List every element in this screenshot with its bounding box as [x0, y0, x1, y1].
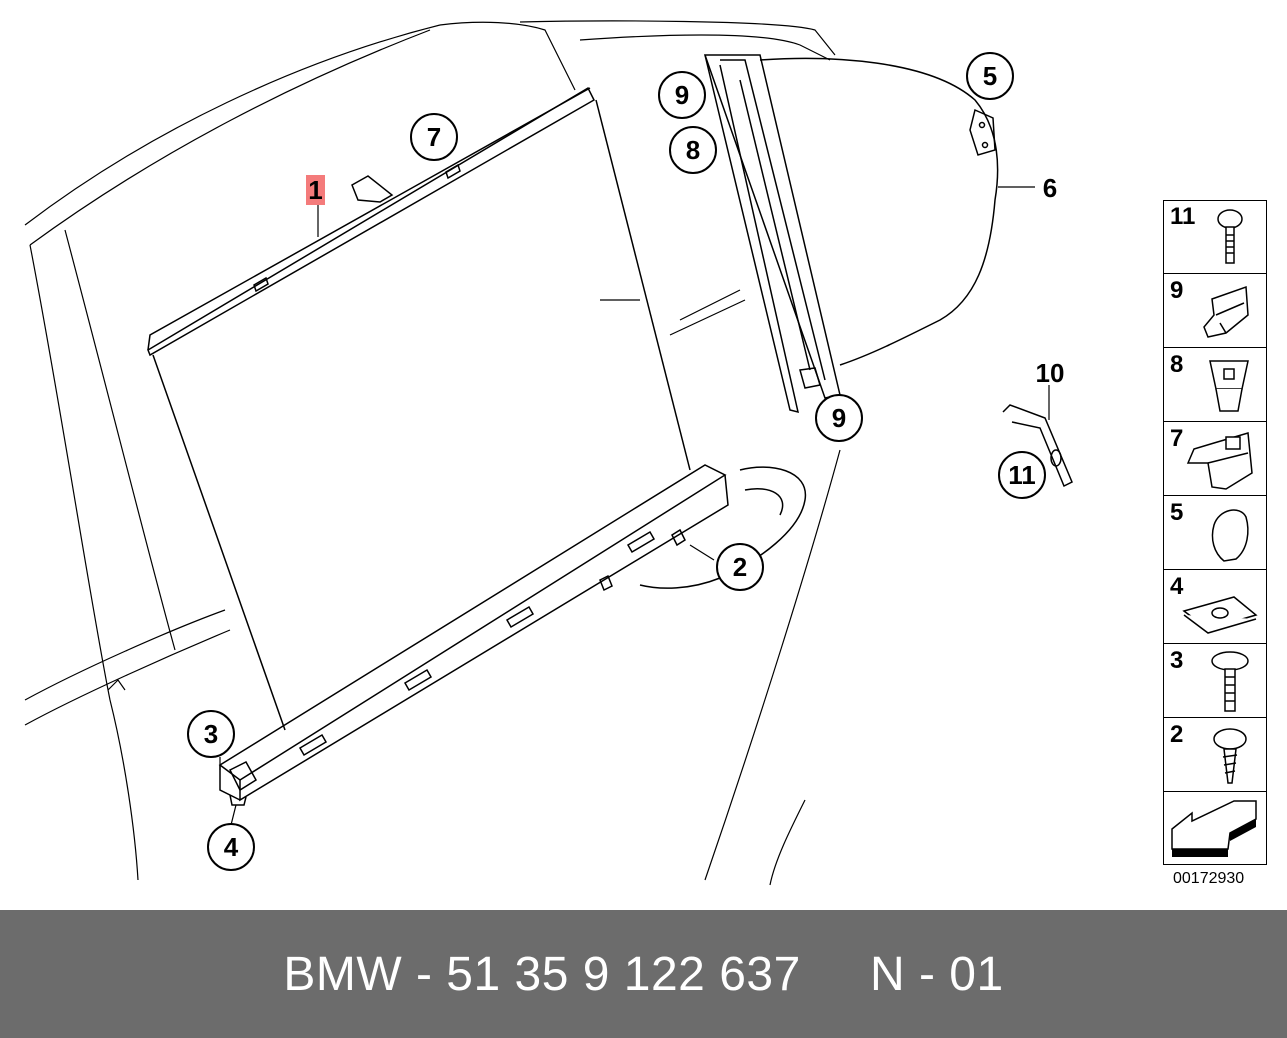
window-blind	[147, 86, 691, 731]
legend-item-9: 9	[1164, 275, 1266, 348]
legend-label: 11	[1170, 203, 1196, 230]
tapping-screw-icon	[1213, 728, 1247, 784]
legend-label: 7	[1170, 425, 1184, 452]
svg-text:2: 2	[733, 552, 747, 582]
callout-3: 3	[187, 710, 235, 758]
svg-text:9: 9	[675, 80, 689, 110]
end-cap-icon	[1211, 509, 1249, 562]
legend-item-5: 5	[1164, 497, 1266, 570]
svg-text:7: 7	[427, 122, 441, 152]
legend-item-3: 3	[1164, 645, 1266, 718]
svg-text:3: 3	[204, 719, 218, 749]
lower-rail	[218, 464, 807, 806]
callout-9-bottom: 9	[815, 394, 863, 442]
callout-7: 7	[410, 113, 458, 161]
callout-5: 5	[966, 52, 1014, 100]
legend-item-4: 4	[1164, 571, 1266, 644]
legend-label: 5	[1170, 499, 1184, 526]
callout-8: 8	[669, 126, 717, 174]
bolt-icon	[1217, 209, 1243, 264]
legend-item-2: 2	[1164, 719, 1266, 792]
callout-11: 11	[998, 451, 1046, 499]
callout-6-label: 6	[1043, 173, 1057, 203]
cap-icon	[1186, 432, 1253, 490]
legend-item-arrow	[1164, 793, 1266, 866]
leader-lines	[219, 186, 1050, 826]
spring-nut-icon	[1182, 596, 1258, 634]
callout-9-top: 9	[658, 71, 706, 119]
legend-label: 3	[1170, 647, 1184, 674]
legend-label: 2	[1170, 721, 1184, 748]
callout-4: 4	[207, 823, 255, 871]
svg-text:5: 5	[983, 61, 997, 91]
svg-text:8: 8	[686, 135, 700, 165]
legend-item-11: 11	[1164, 201, 1266, 274]
part-10-bracket	[1002, 404, 1073, 488]
legend-item-8: 8	[1164, 349, 1266, 422]
part-number-caption: BMW - 51 35 9 122 637 N - 01	[283, 947, 1004, 1001]
footer-bar: BMW - 51 35 9 122 637 N - 01	[0, 910, 1287, 1038]
svg-text:11: 11	[1008, 460, 1036, 490]
callout-10-label: 10	[1036, 358, 1065, 388]
clip-icon	[1203, 285, 1249, 338]
svg-text:4: 4	[224, 832, 239, 862]
callout-2: 2	[716, 543, 764, 591]
legend-item-7: 7	[1164, 423, 1266, 496]
svg-text:9: 9	[832, 403, 846, 433]
screw-icon	[1211, 651, 1249, 712]
catalog-number: 00172930	[1173, 870, 1245, 887]
parts-legend: 11 9 8 7	[1163, 200, 1267, 865]
parts-diagram: 1 7 9 8 5 6 10 9 11 2	[24, 20, 1073, 886]
callout-1-label: 1	[308, 175, 322, 205]
callout-1-highlight	[306, 175, 325, 205]
legend-label: 4	[1170, 573, 1184, 600]
car-body-lines	[24, 20, 841, 886]
legend-label: 9	[1170, 277, 1184, 304]
legend-label: 8	[1170, 351, 1184, 378]
quarter-window	[703, 54, 999, 414]
diagram-drawing: 1 7 9 8 5 6 10 9 11 2	[24, 20, 1073, 886]
arrow-icon	[1171, 800, 1257, 857]
nut-icon	[1209, 360, 1249, 412]
